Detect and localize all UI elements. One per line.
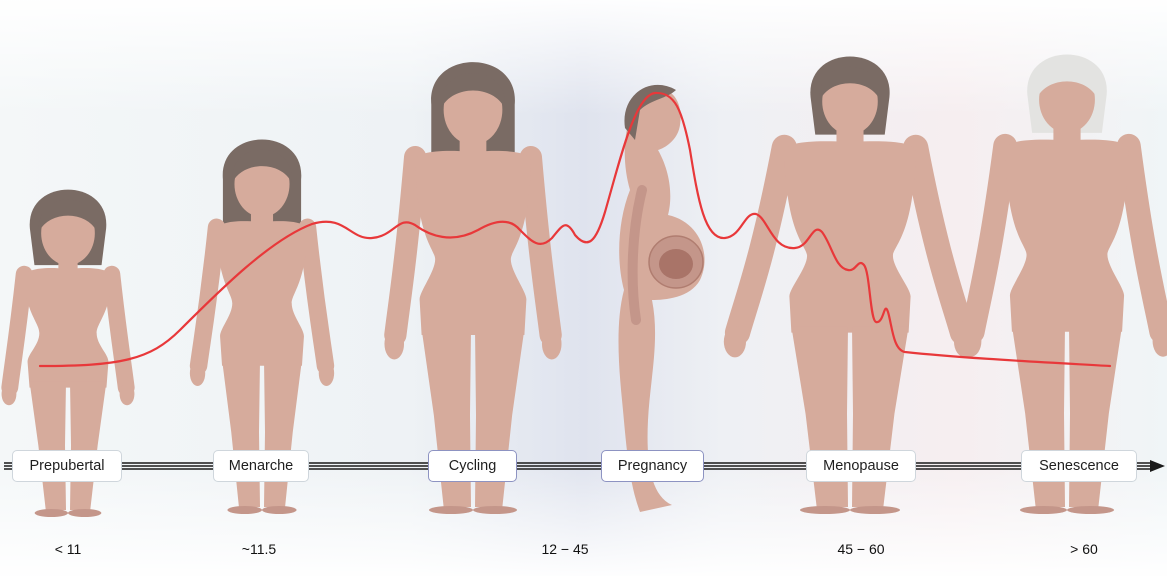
age-label-senescence: > 60 xyxy=(1070,541,1098,557)
age-label-prepubertal: < 11 xyxy=(55,541,82,557)
stage-label-pregnancy: Pregnancy xyxy=(601,450,704,482)
age-label-menarche: ~11.5 xyxy=(242,541,276,557)
fetus-icon xyxy=(659,249,693,279)
stage-label-cycling: Cycling xyxy=(428,450,517,482)
stage-label-senescence: Senescence xyxy=(1021,450,1137,482)
age-label-menopause: 45 − 60 xyxy=(837,541,884,557)
stage-label-prepubertal: Prepubertal xyxy=(12,450,122,482)
stage-label-menopause: Menopause xyxy=(806,450,916,482)
age-label-reproductive: 12 − 45 xyxy=(541,541,588,557)
stage-label-menarche: Menarche xyxy=(213,450,309,482)
